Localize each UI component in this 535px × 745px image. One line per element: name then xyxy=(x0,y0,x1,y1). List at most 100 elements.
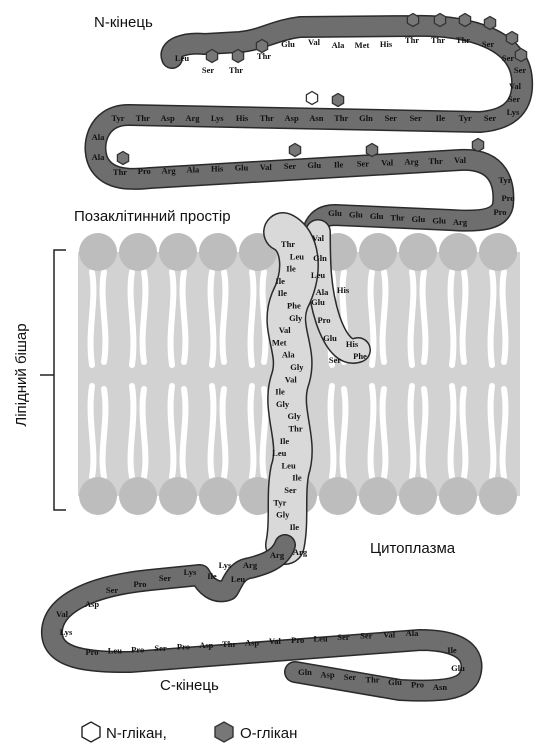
residue-label: Ala xyxy=(316,287,330,297)
residue-label: Leu xyxy=(175,53,189,63)
residue-label: Ile xyxy=(447,645,457,655)
lipid-tail xyxy=(491,386,494,477)
residue-label: Asp xyxy=(245,638,259,648)
residue-label: Leu xyxy=(231,574,245,584)
residue-label: Val xyxy=(56,609,69,619)
residue-label: Phe xyxy=(353,351,367,361)
residue-label: Lys xyxy=(507,107,520,117)
residue-label: Glu xyxy=(235,163,249,173)
head-group-bottom xyxy=(479,477,517,515)
o-glycan-marker xyxy=(484,17,495,30)
lipid-tail xyxy=(503,272,506,362)
n-glycan-legend-label: N-глікан, xyxy=(106,725,167,742)
residue-label: Asn xyxy=(309,113,323,123)
residue-label: Pro xyxy=(85,647,98,657)
residue-label: Thr xyxy=(260,113,274,123)
residue-label: Ser xyxy=(409,113,422,123)
residue-label: Glu xyxy=(432,216,446,226)
residue-label: Ser xyxy=(484,113,497,123)
residue-label: Ala xyxy=(92,152,106,162)
extracellular-label: Позаклітинний простір xyxy=(74,208,231,225)
head-group-bottom xyxy=(359,477,397,515)
lipid-tail xyxy=(131,386,134,477)
residue-label: Thr xyxy=(281,239,295,249)
residue-label: Leu xyxy=(311,270,325,280)
residue-label: Ile xyxy=(280,436,290,446)
residue-label: Gln xyxy=(359,113,373,123)
lipid-tail xyxy=(263,272,266,362)
residue-label: Gly xyxy=(289,313,303,323)
o-glycan-marker xyxy=(434,14,445,27)
lipid-tail xyxy=(103,389,106,477)
bilayer-bracket xyxy=(40,250,66,510)
residue-label: Ala xyxy=(92,132,106,142)
residue-label: Ile xyxy=(207,571,217,581)
residue-label: Ala xyxy=(282,350,296,360)
lipid-tail xyxy=(143,389,146,477)
lipid-tail xyxy=(423,389,426,477)
head-group-top xyxy=(439,233,477,271)
residue-label: Thr xyxy=(405,35,419,45)
residue-label: Ser xyxy=(344,672,357,682)
o-glycan-marker xyxy=(506,32,517,45)
residue-label: Thr xyxy=(113,167,127,177)
lipid-tail xyxy=(211,386,214,477)
residue-label: Glu xyxy=(281,39,295,49)
head-group-bottom xyxy=(199,477,237,515)
residue-label: Ile xyxy=(278,288,288,298)
residue-label: Pro xyxy=(177,642,190,652)
residue-label: Thr xyxy=(136,113,150,123)
head-group-bottom xyxy=(119,477,157,515)
head-group-bottom xyxy=(79,477,117,515)
head-group-bottom xyxy=(439,477,477,515)
o-glycan-marker xyxy=(515,49,526,62)
lipid-tail xyxy=(371,386,374,477)
lipid-tail xyxy=(491,272,494,365)
residue-label: Asp xyxy=(320,670,334,680)
residue-label: Ser xyxy=(159,573,172,583)
residue-label: Met xyxy=(272,337,287,347)
residue-label: Ser xyxy=(202,65,215,75)
cytoplasm-label: Цитоплазма xyxy=(370,540,456,557)
lipid-tail xyxy=(463,272,466,362)
residue-label: Ile xyxy=(290,522,300,532)
lipid-tail xyxy=(251,386,254,477)
c-terminus-label: C-кінець xyxy=(160,677,219,694)
residue-label: His xyxy=(211,164,224,174)
lipid-tail xyxy=(451,272,454,365)
head-group-top xyxy=(199,233,237,271)
residue-label: Thr xyxy=(222,639,236,649)
o-glycan-marker xyxy=(206,50,217,63)
o-glycan-marker xyxy=(117,152,128,165)
head-group-bottom xyxy=(399,477,437,515)
residue-label: Asp xyxy=(285,113,299,123)
lipid-tail xyxy=(211,272,214,365)
lipid-tail xyxy=(103,272,106,362)
head-group-top xyxy=(79,233,117,271)
residue-label: Ser xyxy=(514,65,527,75)
residue-label: Ala xyxy=(332,40,346,50)
head-group-top xyxy=(479,233,517,271)
o-glycan-legend-label: O-глікан xyxy=(240,725,297,742)
residue-label: Ser xyxy=(508,94,521,104)
residue-label: Tyr xyxy=(111,113,124,123)
residue-label: Arg xyxy=(161,165,176,175)
residue-label: Val xyxy=(383,629,396,639)
o-glycan-marker xyxy=(366,144,377,157)
residue-label: Val xyxy=(312,233,325,243)
residue-label: Asp xyxy=(85,599,99,609)
head-group-bottom xyxy=(319,477,357,515)
residue-label: Thr xyxy=(390,213,404,223)
residue-label: Ser xyxy=(357,158,370,168)
residue-label: Pro xyxy=(493,207,506,217)
residue-label: Glu xyxy=(349,210,363,220)
residue-label: Thr xyxy=(431,35,445,45)
residue-label: His xyxy=(337,285,350,295)
residue-label: Tyr xyxy=(498,175,511,185)
residue-label: Ser xyxy=(482,39,495,49)
residue-label: Met xyxy=(355,40,370,50)
residue-label: Ala xyxy=(186,164,200,174)
head-group-top xyxy=(119,233,157,271)
legend: N-глікан, O-глікан xyxy=(82,722,297,742)
lipid-tail xyxy=(131,272,134,365)
